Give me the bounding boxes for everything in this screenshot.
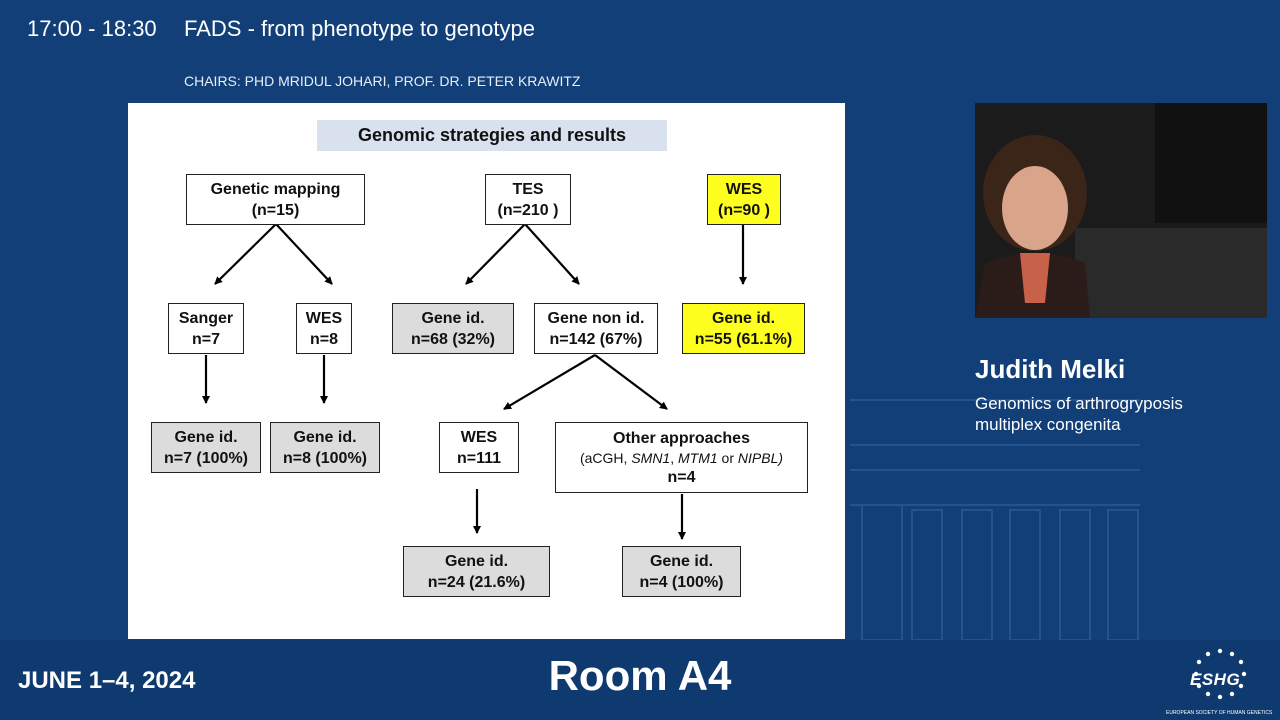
box-count: n=7 (100%)	[163, 449, 249, 467]
box-count: n=4	[667, 468, 696, 486]
box-label: Genetic mapping	[210, 180, 341, 198]
box-label: Gene id.	[711, 309, 776, 327]
gene-id-24-box: Gene id. n=24 (21.6%)	[403, 546, 550, 597]
box-label: WES	[305, 309, 343, 327]
box-count: (n=90 )	[717, 201, 770, 219]
box-label: Gene id.	[174, 428, 238, 446]
tes-box: TES (n=210 )	[485, 174, 571, 225]
box-count: n=142 (67%)	[549, 330, 643, 348]
box-label: TES	[512, 180, 544, 198]
talk-title-line: Genomics of arthrogryposis	[975, 394, 1183, 413]
gene-id-4-box: Gene id. n=4 (100%)	[622, 546, 741, 597]
room-label: Room A4	[548, 652, 732, 699]
box-label: Gene id.	[293, 428, 357, 446]
box-count: n=55 (61.1%)	[694, 330, 793, 348]
conference-dates: JUNE 1–4, 2024	[18, 667, 196, 694]
talk-title-line: multiplex congenita	[975, 415, 1121, 434]
gene-id-8-box: Gene id. n=8 (100%)	[270, 422, 380, 473]
session-time: 17:00 - 18:30	[27, 16, 157, 41]
box-count: n=4 (100%)	[639, 573, 724, 591]
box-label: Gene non id.	[547, 309, 645, 327]
box-count: n=8	[309, 330, 338, 348]
box-count: (n=210 )	[497, 201, 559, 219]
box-label: WES	[460, 428, 498, 446]
box-label: Gene id.	[444, 552, 509, 570]
eshg-logo-icon	[1193, 648, 1247, 700]
gene-id-7-box: Gene id. n=7 (100%)	[151, 422, 261, 473]
eshg-logo-text: ESHG	[1190, 670, 1241, 689]
box-label: Sanger	[178, 309, 234, 327]
eshg-logo-subtitle: EUROPEAN SOCIETY OF HUMAN GENETICS	[1166, 710, 1273, 716]
wes-111-box: WES n=111	[439, 422, 519, 473]
session-title: FADS - from phenotype to genotype	[184, 16, 535, 41]
gene-id-68-box: Gene id. n=68 (32%)	[392, 303, 514, 354]
box-count: n=111	[456, 449, 502, 467]
presentation-slide: Genomic strategies and results Genetic m…	[128, 103, 845, 639]
speaker-video-placeholder	[975, 103, 1267, 318]
genetic-mapping-box: Genetic mapping (n=15)	[186, 174, 365, 225]
box-label: Gene id.	[421, 309, 485, 327]
talk-title: Genomics of arthrogryposis multiplex con…	[975, 393, 1265, 435]
box-label: Other approaches	[613, 429, 750, 447]
wes-top-box: WES (n=90 )	[707, 174, 781, 225]
box-count: n=68 (32%)	[410, 330, 496, 348]
gene-id-55-box: Gene id. n=55 (61.1%)	[682, 303, 805, 354]
box-label: WES	[725, 180, 763, 198]
speaker-name: Judith Melki	[975, 354, 1126, 384]
flowchart-arrows	[202, 223, 747, 540]
box-count: n=7	[191, 330, 220, 348]
session-chairs: CHAIRS: PHD MRIDUL JOHARI, PROF. DR. PET…	[184, 73, 581, 89]
other-approaches-detail: (aCGH, SMN1, MTM1 or NIPBL)	[579, 449, 784, 466]
sanger-box: Sanger n=7	[168, 303, 244, 354]
other-approaches-box: Other approaches (aCGH, SMN1, MTM1 or NI…	[555, 422, 808, 493]
speaker-video	[975, 103, 1267, 318]
box-count: n=24 (21.6%)	[427, 573, 526, 591]
box-count: (n=15)	[251, 201, 300, 219]
box-label: Gene id.	[649, 552, 714, 570]
wes-mid-box: WES n=8	[296, 303, 352, 354]
gene-non-id-box: Gene non id. n=142 (67%)	[534, 303, 658, 354]
box-count: n=8 (100%)	[282, 449, 368, 467]
slide-title: Genomic strategies and results	[317, 120, 667, 151]
